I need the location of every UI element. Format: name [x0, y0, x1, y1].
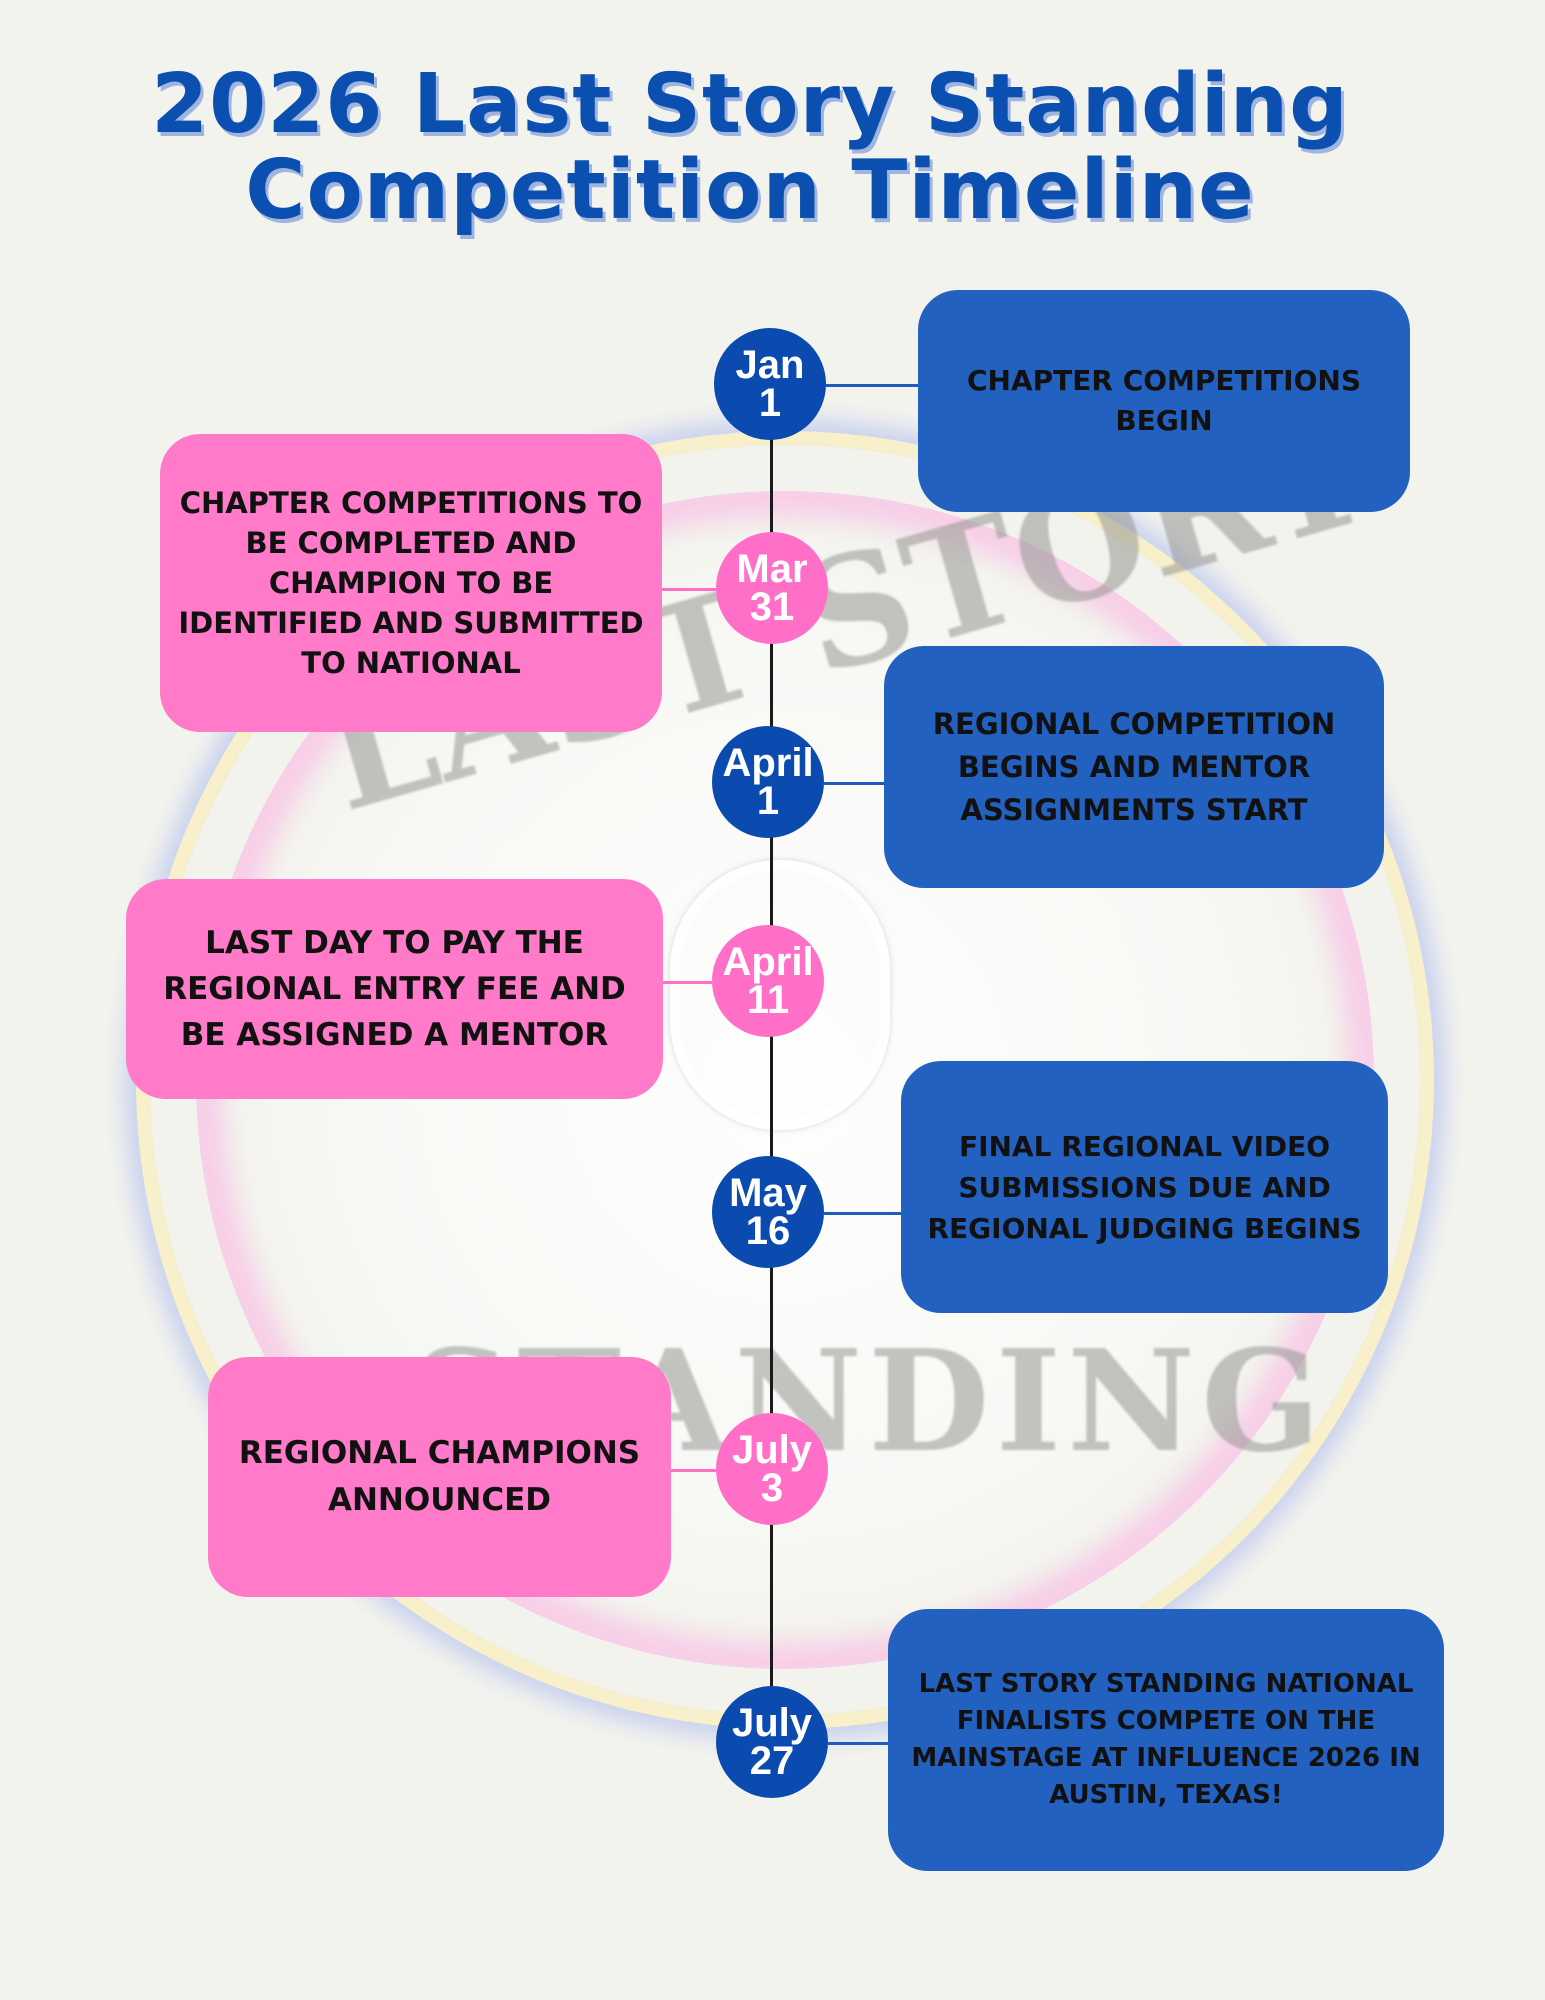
event-date-day: 16	[745, 1209, 791, 1253]
event-description: LAST DAY TO PAY THE REGIONAL ENTRY FEE A…	[163, 925, 626, 1053]
event-description: CHAPTER COMPETITIONS BEGIN	[966, 364, 1361, 437]
event-description-box: REGIONAL CHAMPIONS ANNOUNCED	[208, 1357, 671, 1597]
event-description-box: LAST STORY STANDING NATIONAL FINALISTS C…	[888, 1609, 1444, 1871]
event-description-box: FINAL REGIONAL VIDEO SUBMISSIONS DUE AND…	[901, 1061, 1388, 1313]
event-date-day: 1	[758, 381, 782, 425]
event-connector	[828, 1742, 924, 1745]
event-description: REGIONAL COMPETITION BEGINS AND MENTOR A…	[932, 706, 1336, 827]
event-date-month: Jan	[735, 343, 805, 387]
event-date-day: 3	[760, 1466, 784, 1510]
event-date-month: May	[729, 1171, 807, 1215]
event-description-box: CHAPTER COMPETITIONS TO BE COMPLETED AND…	[160, 434, 662, 732]
event-description-box: CHAPTER COMPETITIONS BEGIN	[918, 290, 1410, 512]
event-date-month: July	[731, 1701, 813, 1745]
event-date-day: 1	[756, 779, 780, 823]
event-description: LAST STORY STANDING NATIONAL FINALISTS C…	[911, 1669, 1421, 1810]
title-line-2: Competition Timeline	[245, 143, 1255, 238]
event-description-box: LAST DAY TO PAY THE REGIONAL ENTRY FEE A…	[126, 879, 663, 1099]
event-date-month: July	[731, 1428, 813, 1472]
event-date-day: 27	[749, 1739, 795, 1783]
timeline-spine	[770, 380, 773, 1740]
page-title: 2026 Last Story Standing Competition Tim…	[0, 62, 1500, 234]
event-description: REGIONAL CHAMPIONS ANNOUNCED	[238, 1435, 641, 1518]
microphone-icon	[670, 860, 890, 1130]
event-description: CHAPTER COMPETITIONS TO BE COMPLETED AND…	[178, 486, 644, 680]
event-date-month: April	[722, 940, 814, 984]
event-date-day: 31	[749, 585, 795, 629]
event-connector	[826, 384, 950, 387]
event-description-box: REGIONAL COMPETITION BEGINS AND MENTOR A…	[884, 646, 1384, 888]
event-description: FINAL REGIONAL VIDEO SUBMISSIONS DUE AND…	[927, 1129, 1362, 1245]
event-date-month: April	[722, 741, 814, 785]
event-connector	[824, 1212, 970, 1215]
title-line-1: 2026 Last Story Standing	[151, 57, 1349, 152]
event-date-day: 11	[746, 978, 790, 1022]
event-date-month: Mar	[736, 547, 808, 591]
